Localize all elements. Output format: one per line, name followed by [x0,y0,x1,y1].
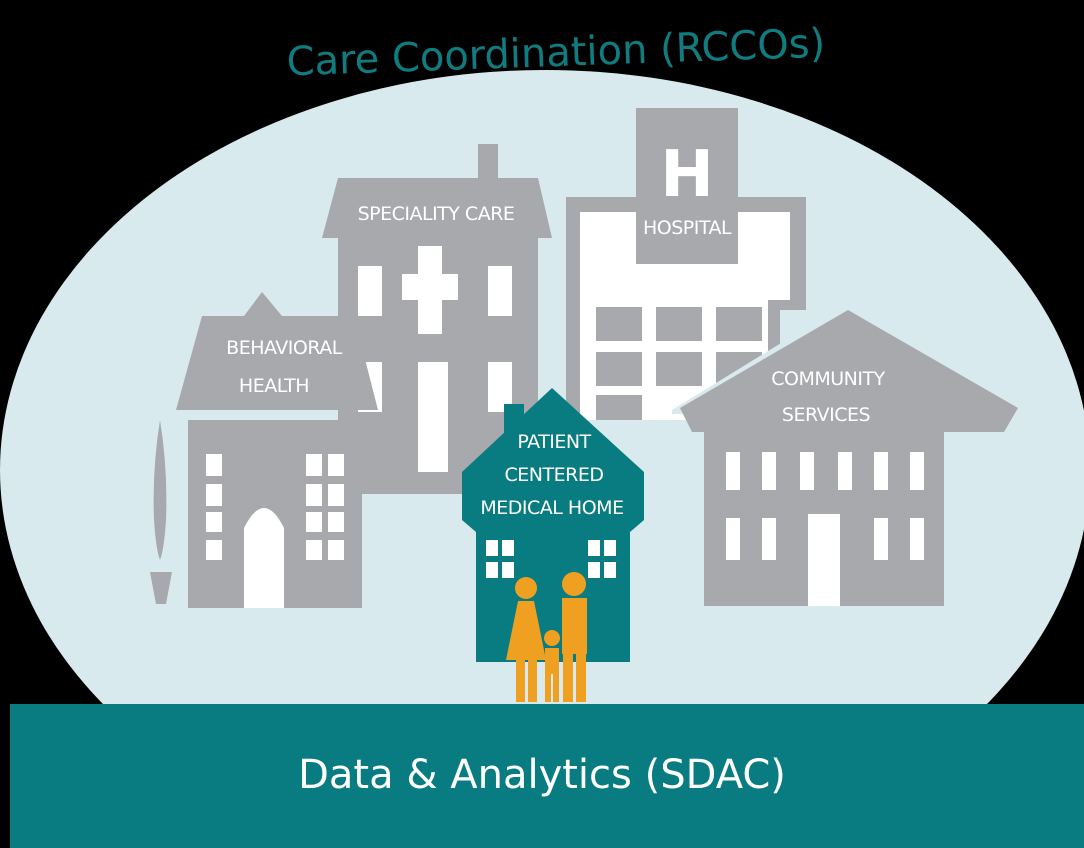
community-windows [726,452,924,606]
label-community: COMMUNITY [771,368,885,390]
label-medical-home: MEDICAL HOME [480,497,623,519]
specialty-windows [358,246,512,472]
label-hospital: HOSPITAL [643,217,732,239]
community-services-building: COMMUNITY SERVICES [672,302,1022,606]
data-analytics-band [10,704,1084,848]
label-behavioral: BEHAVIORAL [226,337,343,359]
tree-icon [150,420,172,604]
hospital-h-sign: H [660,138,714,212]
medical-home-building: PATIENT CENTERED MEDICAL HOME [462,388,644,662]
behavioral-health-building: BEHAVIORAL HEALTH [176,292,378,608]
family-icon [506,572,587,702]
label-health: HEALTH [239,375,309,397]
hospital-building: H HOSPITAL [566,108,806,420]
label-centered: CENTERED [505,464,604,486]
behavioral-windows [206,454,344,608]
label-services: SERVICES [782,404,870,426]
medical-home-windows [486,540,616,578]
footer-label: Data & Analytics (SDAC) [298,752,786,798]
label-patient: PATIENT [517,431,591,453]
hospital-sign-tower [636,108,738,264]
label-specialty-care: SPECIALITY CARE [358,203,515,225]
